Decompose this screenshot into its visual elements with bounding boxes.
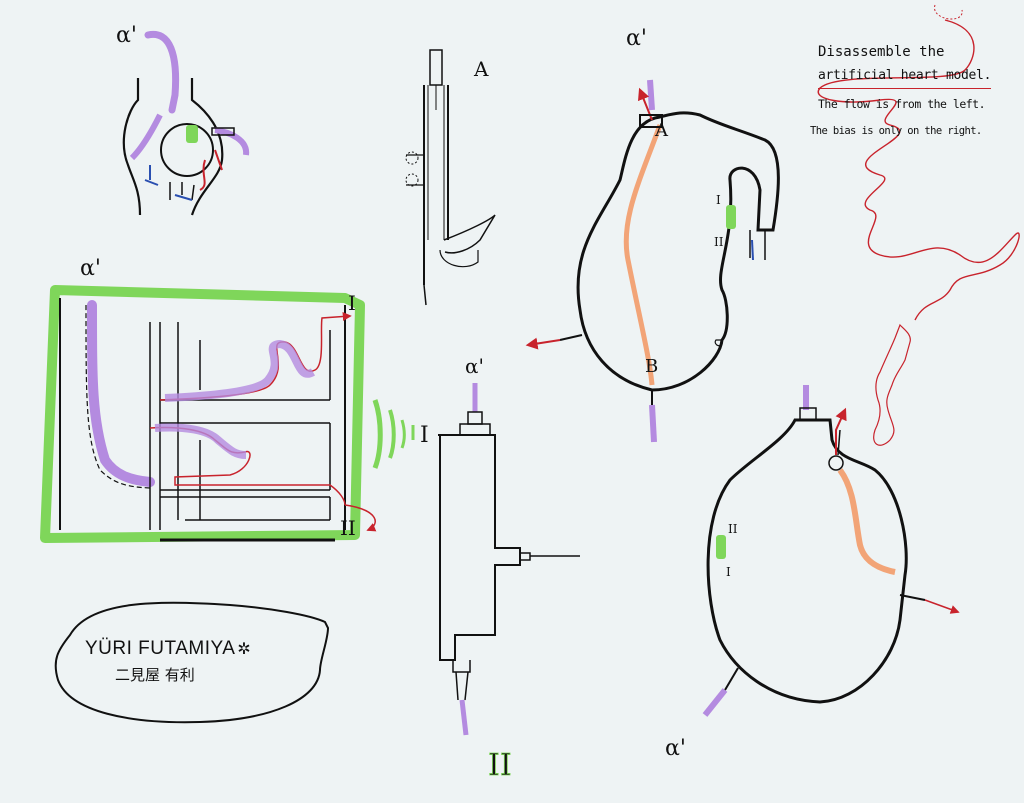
note-line-4: The bias is only on the right.	[810, 125, 982, 137]
t-tube-drawing	[438, 383, 580, 736]
green-frame-section	[40, 285, 415, 543]
note-line-3: The flow is from the left.	[818, 97, 986, 111]
signature: YÜRI FUTAMIYA✲ 二見屋 有利	[85, 638, 325, 685]
signature-name: YÜRI FUTAMIYA	[85, 638, 236, 659]
signature-name-row: YÜRI FUTAMIYA✲	[85, 638, 325, 660]
signature-mark: ✲	[237, 639, 251, 658]
label-ii-3: II	[714, 235, 724, 249]
signature-japanese: 二見屋 有利	[115, 666, 195, 684]
tube-a-drawing	[405, 49, 496, 306]
label-ii-2: II	[488, 748, 512, 783]
label-a-prime-2: α'	[80, 256, 101, 281]
label-i-3: I	[716, 193, 721, 207]
heart-model-lower	[702, 385, 960, 717]
label-i-2: I	[420, 423, 429, 448]
red-tail-line	[817, 4, 1020, 446]
label-i-1: I	[348, 291, 356, 315]
note-line-1: Disassemble the	[818, 44, 945, 60]
label-a-prime-5: α'	[665, 736, 686, 761]
label-a-1: A	[473, 57, 489, 81]
note-block: Disassemble the artificial heart model. …	[810, 40, 1024, 143]
label-a-prime-3: α'	[465, 354, 484, 378]
note-line-2: artificial heart model.	[818, 64, 991, 89]
label-ii-4: II	[728, 522, 738, 536]
label-ii-1: II	[340, 516, 356, 540]
label-a-prime-4: α'	[626, 26, 647, 51]
signature-bubble	[54, 601, 330, 724]
label-a-prime-1: α'	[116, 23, 137, 48]
small-heart-section	[122, 30, 250, 216]
label-b: B	[645, 356, 658, 377]
label-i-4: I	[726, 565, 731, 579]
heart-model-upper	[525, 79, 780, 443]
label-a-2: A	[654, 120, 669, 141]
